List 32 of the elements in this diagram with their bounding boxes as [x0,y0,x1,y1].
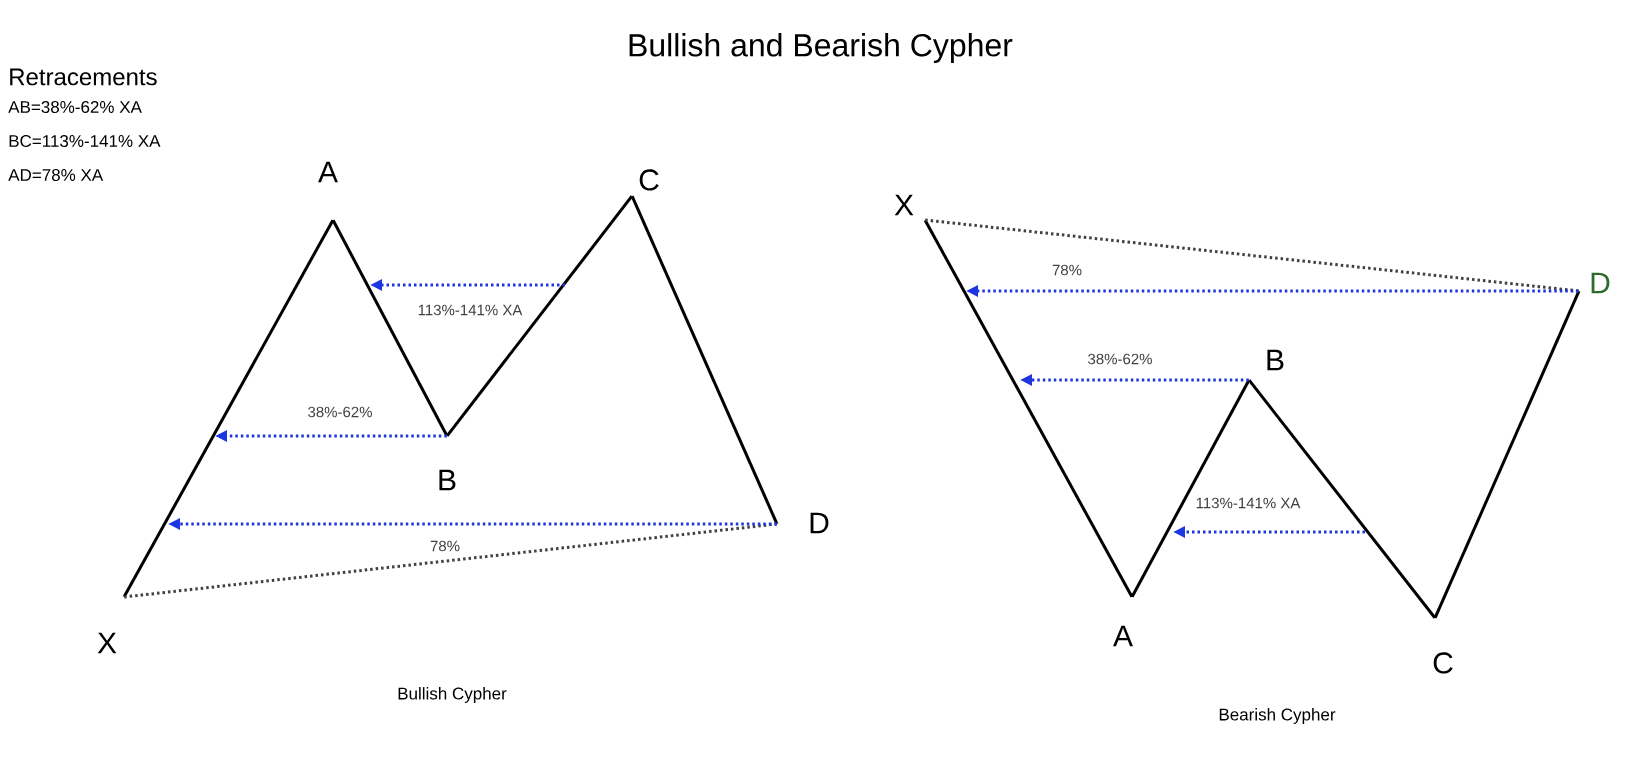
edge-label: 38%-62% [1088,353,1152,365]
vertex-label: X [97,632,117,654]
line [1433,290,1581,619]
pattern-caption: Bearish Cypher [1219,708,1336,724]
vertex-label: A [1113,625,1133,647]
vertex-label: D [1591,272,1610,294]
retracement-label: 113%-141% XA [418,304,523,316]
edge-label: 38%-62% [308,406,372,418]
retracement-note: AD=78% XA [8,169,104,181]
dotted-line [124,522,777,599]
vertex-label: C [1433,652,1453,674]
line [1130,379,1251,598]
pattern-caption: Bullish Cypher [398,687,507,703]
vertex-label: C [639,169,659,191]
legend-heading: Retracements [10,68,157,86]
edge-label: 78% [1052,264,1082,276]
line [630,195,779,525]
line [122,219,335,598]
vertex-label: D [810,512,829,534]
line [1247,379,1437,619]
vertex-label: A [318,161,338,183]
edge-label: 78% [430,540,460,552]
line [331,219,449,437]
line [923,219,1134,598]
retracement-note: BC=113%-141% XA [9,135,161,147]
title: Bullish and Bearish Cypher [629,33,1013,63]
vertex-label: X [894,194,914,216]
retracement-note: AB=38%-62% XA [8,101,142,113]
line [445,195,634,437]
vertex-label: B [439,469,456,491]
retracement-label: 113%-141% XA [1196,497,1301,509]
vertex-label: B [1267,349,1284,371]
